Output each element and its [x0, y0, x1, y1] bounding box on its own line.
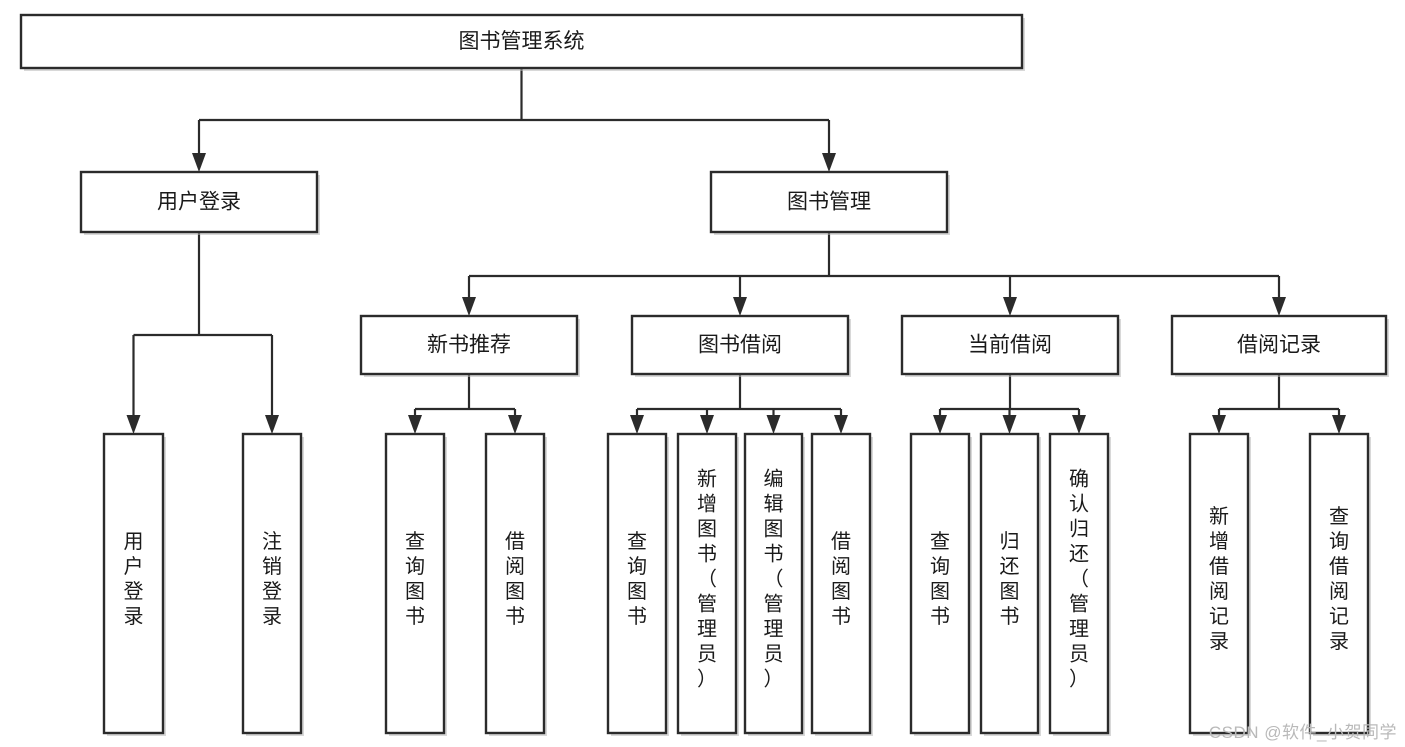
arrow-head-icon [630, 415, 644, 434]
box-outline [606, 432, 668, 735]
node-label: 借阅图书 [831, 530, 851, 628]
connector-group [1212, 374, 1346, 434]
connector-group [192, 68, 836, 172]
node-label: 查询图书 [930, 530, 950, 628]
connector-group [408, 374, 522, 434]
box-outline [810, 432, 872, 735]
node-label: 用户登录 [157, 191, 241, 214]
node-label: 用户登录 [124, 531, 144, 628]
node-borrow-record[interactable]: 借阅记录 [1170, 314, 1389, 377]
node-label: 编辑图书（管理员） [764, 468, 784, 691]
box-outline [979, 432, 1040, 735]
box-outline [743, 432, 804, 735]
arrow-head-icon [462, 297, 476, 316]
connectors-layer [126, 68, 1346, 434]
connector-group [126, 232, 279, 434]
arrow-head-icon [1003, 297, 1017, 316]
node-leaf-edit-book[interactable]: 编辑图书（管理员） [743, 432, 805, 736]
arrow-head-icon [822, 153, 836, 172]
box-outline [709, 170, 949, 234]
node-book-borrow[interactable]: 图书借阅 [630, 314, 851, 377]
box-outline [484, 432, 546, 735]
box-outline [1308, 432, 1370, 735]
arrow-head-icon [1072, 415, 1086, 434]
box-outline [900, 314, 1120, 376]
box-outline [359, 314, 579, 376]
node-label: 新增借阅记录 [1209, 505, 1229, 653]
arrow-head-icon [408, 415, 422, 434]
box-outline [1188, 432, 1250, 735]
node-label: 查询图书 [627, 530, 647, 628]
arrow-head-icon [265, 415, 279, 434]
node-leaf-query-book-1[interactable]: 查询图书 [384, 432, 447, 736]
node-leaf-return-book[interactable]: 归还图书 [979, 432, 1041, 736]
connector-group [462, 232, 1286, 316]
node-label: 图书管理 [787, 191, 871, 214]
node-label: 新书推荐 [427, 334, 511, 357]
csdn-watermark: CSDN @软件_小贺同学 [1208, 723, 1397, 742]
arrow-head-icon [126, 415, 141, 434]
node-book-management[interactable]: 图书管理 [709, 170, 950, 235]
node-label: 图书借阅 [698, 334, 782, 357]
node-label: 借阅记录 [1237, 334, 1321, 357]
box-outline [241, 432, 303, 735]
arrow-head-icon [1332, 415, 1346, 434]
node-label: 当前借阅 [968, 334, 1052, 357]
node-leaf-user-logout[interactable]: 注销登录 [241, 432, 304, 736]
connector-group [630, 374, 848, 434]
box-outline [1170, 314, 1388, 376]
node-label: 查询图书 [405, 530, 425, 628]
node-user-login[interactable]: 用户登录 [79, 170, 320, 235]
box-outline [19, 13, 1024, 70]
node-leaf-query-record[interactable]: 查询借阅记录 [1308, 432, 1371, 736]
arrow-head-icon [700, 415, 714, 434]
arrow-head-icon [834, 415, 848, 434]
node-label: 查询借阅记录 [1329, 505, 1349, 653]
node-leaf-add-book[interactable]: 新增图书（管理员） [676, 432, 739, 736]
box-outline [79, 170, 319, 234]
box-outline [384, 432, 446, 735]
arrow-head-icon [1272, 297, 1286, 316]
arrow-head-icon [933, 415, 947, 434]
node-label: 新增图书（管理员） [697, 468, 717, 691]
node-label: 注销登录 [262, 530, 282, 628]
node-label: 图书管理系统 [459, 30, 585, 53]
node-root[interactable]: 图书管理系统 [19, 13, 1025, 71]
arrow-head-icon [1002, 415, 1017, 434]
arrow-head-icon [192, 153, 206, 172]
node-label: 归还图书 [1000, 530, 1020, 628]
node-leaf-confirm-return[interactable]: 确认归还（管理员） [1048, 432, 1111, 736]
box-outline [676, 432, 738, 735]
node-leaf-borrow-book-1[interactable]: 借阅图书 [484, 432, 547, 736]
node-leaf-query-book-2[interactable]: 查询图书 [606, 432, 669, 736]
node-leaf-borrow-book-2[interactable]: 借阅图书 [810, 432, 873, 736]
box-outline [102, 432, 165, 735]
node-label: 借阅图书 [505, 530, 525, 628]
box-outline [909, 432, 971, 735]
arrow-head-icon [766, 415, 781, 434]
node-current-borrow[interactable]: 当前借阅 [900, 314, 1121, 377]
nodes-layer: 图书管理系统用户登录图书管理新书推荐图书借阅当前借阅借阅记录用户登录注销登录查询… [19, 13, 1389, 736]
box-outline [630, 314, 850, 376]
arrow-head-icon [733, 297, 747, 316]
node-leaf-add-record[interactable]: 新增借阅记录 [1188, 432, 1251, 736]
node-label: 确认归还（管理员） [1069, 468, 1089, 691]
box-outline [1048, 432, 1110, 735]
node-new-book-recommend[interactable]: 新书推荐 [359, 314, 580, 377]
arrow-head-icon [508, 415, 522, 434]
node-leaf-user-login[interactable]: 用户登录 [102, 432, 166, 736]
node-leaf-query-book-3[interactable]: 查询图书 [909, 432, 972, 736]
arrow-head-icon [1212, 415, 1226, 434]
connector-group [933, 374, 1086, 434]
